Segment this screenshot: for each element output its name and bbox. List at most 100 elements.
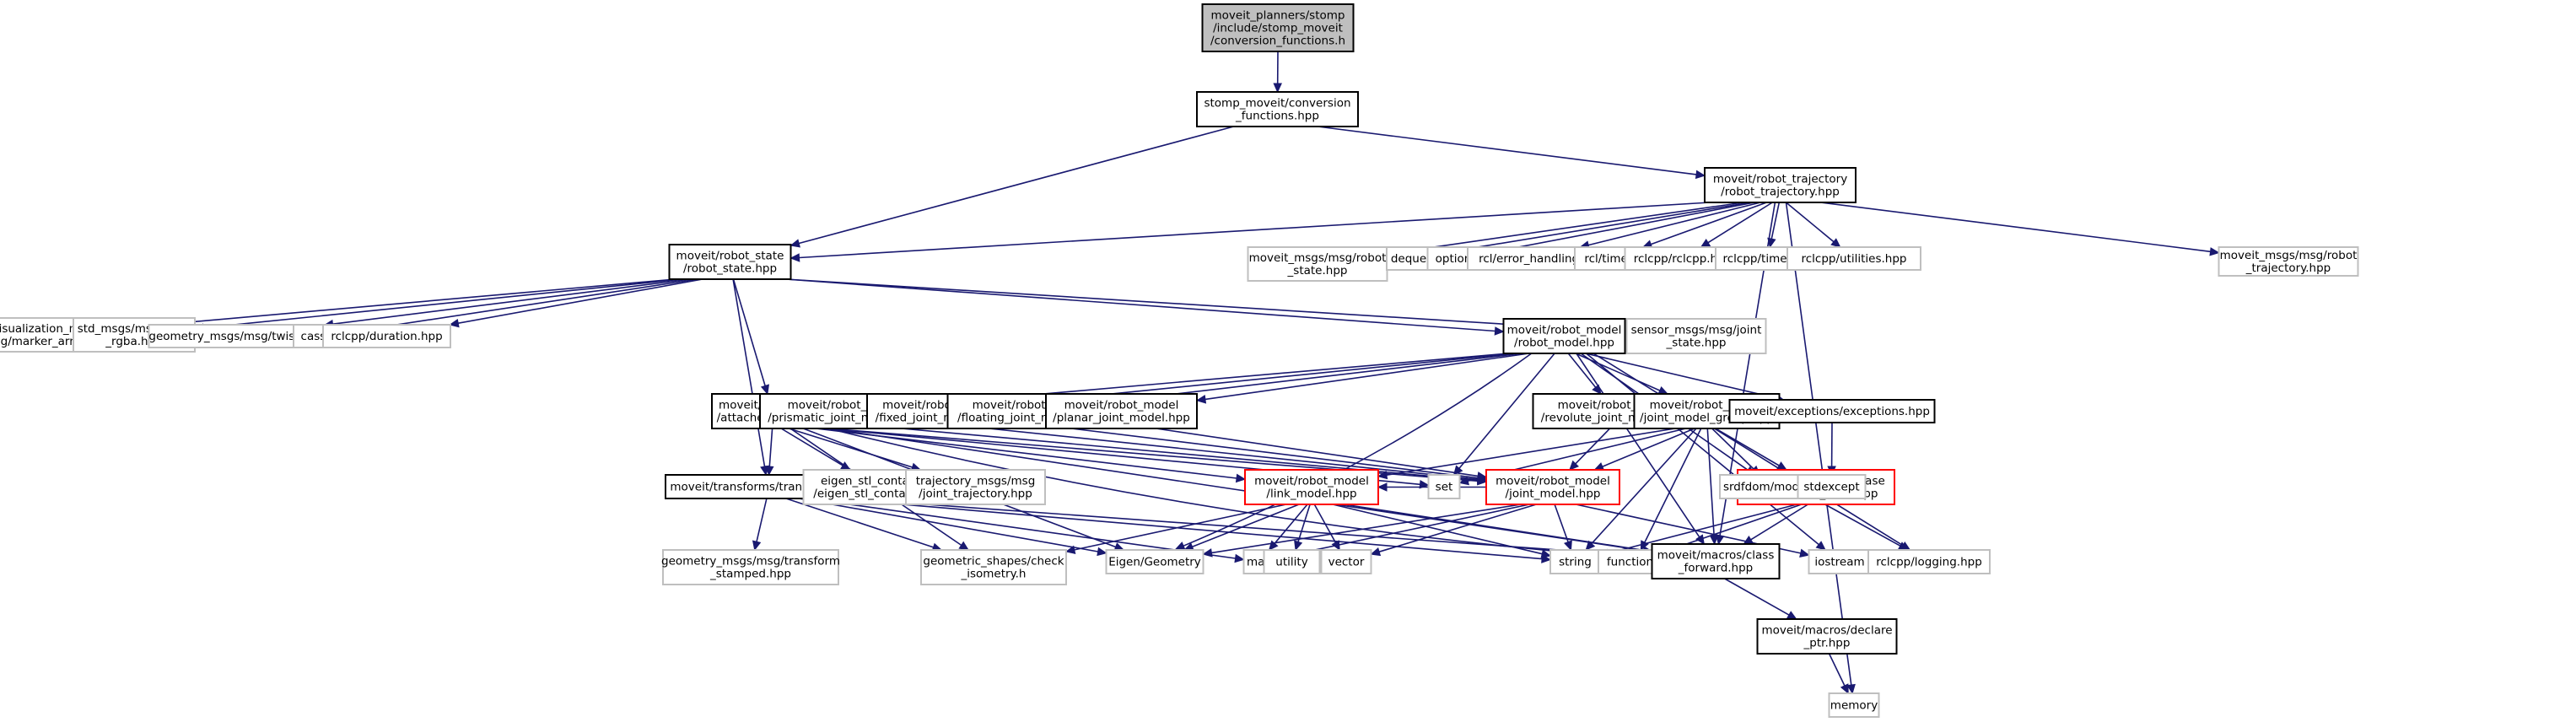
- node-box[interactable]: [1704, 167, 1857, 203]
- node-robot-traj[interactable]: moveit/robot_trajectory/robot_trajectory…: [1704, 167, 1857, 203]
- node-label-line: moveit/exceptions/exceptions.hpp: [1734, 405, 1930, 418]
- edge-exceptions-to-stdexcept: [1827, 422, 1836, 477]
- edge-line: [756, 498, 768, 542]
- node-label-line: rclcpp/logging.hpp: [1876, 556, 1982, 569]
- node-label-line: /planar_joint_model.hpp: [1053, 412, 1190, 425]
- node-planar[interactable]: moveit/robot_model/planar_joint_model.hp…: [1045, 393, 1198, 429]
- node-robot-state[interactable]: moveit/robot_state/robot_state.hpp: [668, 244, 792, 280]
- arrowhead: [1195, 395, 1207, 404]
- arrowhead: [1700, 238, 1711, 248]
- edge-line: [1156, 428, 1479, 477]
- node-label-line: /robot_trajectory.hpp: [1721, 186, 1840, 199]
- nodes-layer: moveit_planners/stomp/include/stomp_move…: [0, 3, 2359, 718]
- node-iostream: iostream: [1808, 549, 1872, 574]
- edge-line: [1297, 504, 1311, 542]
- node-class-fwd[interactable]: moveit/macros/class_forward.hpp: [1651, 543, 1781, 579]
- node-conv-hpp[interactable]: stomp_moveit/conversion_functions.hpp: [1196, 91, 1359, 127]
- edge-robot-state-to-robot-model: [785, 278, 1505, 336]
- node-root[interactable]: moveit_planners/stomp/include/stomp_move…: [1201, 3, 1355, 52]
- node-rclcpp-util: rclcpp/utilities.hpp: [1786, 246, 1921, 271]
- node-box: [322, 324, 451, 348]
- node-box[interactable]: [1651, 543, 1781, 579]
- node-joint-model[interactable]: moveit/robot_model/joint_model.hpp: [1485, 469, 1620, 505]
- edge-line: [799, 498, 1098, 552]
- node-declare-ptr[interactable]: moveit/macros/declare_ptr.hpp: [1756, 618, 1898, 655]
- edge-line: [1785, 202, 1835, 243]
- node-exceptions[interactable]: moveit/exceptions/exceptions.hpp: [1728, 399, 1936, 423]
- node-label-line: rclcpp/rclcpp.hpp: [1634, 252, 1733, 266]
- node-label-line: moveit/robot_model: [1507, 324, 1622, 337]
- edge-root-to-conv-hpp: [1273, 51, 1282, 94]
- node-link-model[interactable]: moveit/robot_model/link_model.hpp: [1244, 469, 1379, 505]
- node-label-line: Eigen/Geometry: [1108, 556, 1201, 569]
- node-label-line: /link_model.hpp: [1266, 488, 1356, 501]
- edge-line: [1332, 504, 1543, 555]
- node-label-line: geometric_shapes/check: [923, 555, 1064, 568]
- node-label-line: /robot_model.hpp: [1514, 337, 1614, 350]
- arrowhead: [1786, 611, 1797, 620]
- node-box: [2218, 246, 2359, 277]
- edge-robot-model-to-iostream: [1586, 353, 1826, 551]
- node-label-line: moveit/macros/class: [1657, 549, 1775, 563]
- edge-line: [1386, 428, 1676, 476]
- node-label-line: deque: [1391, 252, 1426, 266]
- node-label-line: moveit/macros/declare: [1761, 624, 1892, 638]
- node-label-line: /joint_model.hpp: [1506, 488, 1601, 501]
- arrowhead: [790, 239, 800, 248]
- node-joint-state: sensor_msgs/msg/joint_state.hpp: [1625, 318, 1767, 354]
- edge-line: [1192, 504, 1300, 548]
- arrowhead: [1840, 683, 1849, 695]
- edge-kin-base-to-logging: [1824, 504, 1909, 551]
- edge-robot-traj-to-robot-state: [790, 202, 1711, 262]
- node-box[interactable]: [1485, 469, 1620, 505]
- edge-line: [1820, 202, 2211, 253]
- node-box: [1263, 549, 1321, 574]
- edge-link-model-to-string: [1332, 504, 1552, 558]
- node-label-line: moveit/robot_model: [1254, 475, 1369, 488]
- node-box: [905, 469, 1046, 505]
- node-label-line: _trajectory.hpp: [2245, 261, 2331, 275]
- node-box[interactable]: [1728, 399, 1936, 423]
- arrowhead: [1830, 238, 1841, 248]
- node-box[interactable]: [1244, 469, 1379, 505]
- edge-line: [1724, 578, 1790, 616]
- edge-joint-model-to-eigen-geo: [1202, 504, 1522, 558]
- node-robot-model[interactable]: moveit/robot_model/robot_model.hpp: [1502, 318, 1626, 354]
- node-label-line: geometry_msgs/msg/transform: [661, 555, 840, 568]
- arrowhead: [1273, 83, 1282, 94]
- node-box[interactable]: [1045, 393, 1198, 429]
- edge-class-fwd-to-declare-ptr: [1724, 578, 1797, 620]
- edge-line: [768, 428, 773, 467]
- edge-line: [1344, 504, 1644, 552]
- edge-line: [1707, 202, 1773, 244]
- node-box: [1105, 549, 1204, 574]
- node-box: [662, 549, 839, 585]
- arrowhead: [1377, 470, 1388, 480]
- node-label-line: moveit/robot_model: [1064, 399, 1179, 412]
- node-box[interactable]: [1756, 618, 1898, 655]
- edge-line: [785, 278, 1619, 332]
- node-box: [1797, 474, 1867, 499]
- edge-line: [1828, 653, 1846, 687]
- edge-jmg-to-joint-model: [1593, 428, 1695, 471]
- node-box[interactable]: [1502, 318, 1626, 354]
- edge-line: [843, 498, 1644, 558]
- edge-line: [1554, 504, 1569, 542]
- node-box[interactable]: [1196, 91, 1359, 127]
- arrowhead: [1540, 549, 1552, 558]
- arrowhead: [1202, 548, 1213, 558]
- node-string: string: [1549, 549, 1601, 574]
- arrowhead: [1064, 545, 1076, 554]
- node-label-line: moveit/robot_model: [1495, 475, 1610, 488]
- node-box[interactable]: [1201, 3, 1355, 52]
- edge-line: [458, 278, 703, 324]
- node-msg-robot-traj: moveit_msgs/msg/robot_trajectory.hpp: [2218, 246, 2359, 277]
- node-msg-robot-state: moveit_msgs/msg/robot_state.hpp: [1247, 246, 1388, 282]
- edge-line: [357, 278, 698, 331]
- node-label-line: moveit_msgs/msg/robot: [1249, 251, 1387, 265]
- node-box[interactable]: [668, 244, 792, 280]
- node-label-line: trajectory_msgs/msg: [916, 475, 1036, 488]
- edge-line: [123, 278, 676, 329]
- arrowhead: [1564, 540, 1572, 552]
